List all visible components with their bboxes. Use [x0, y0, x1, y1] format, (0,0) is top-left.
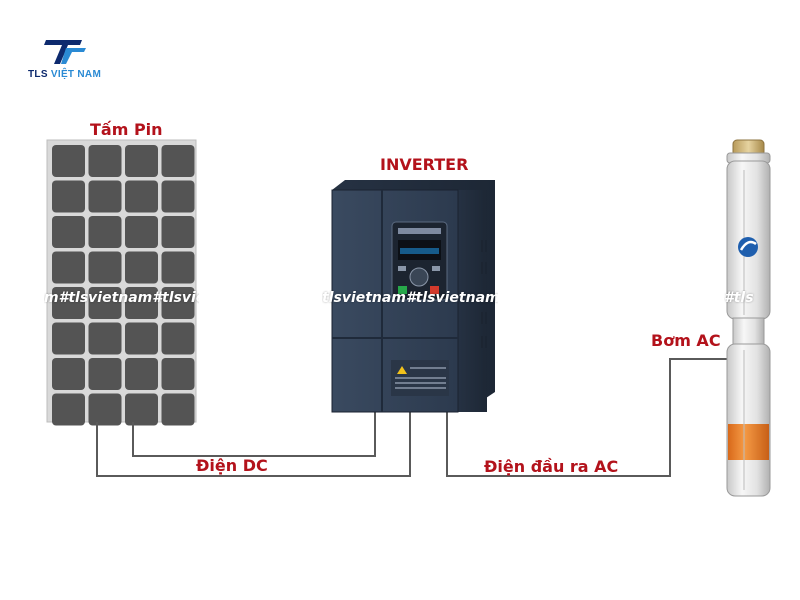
solar-cell — [88, 287, 122, 319]
submersible-pump — [726, 139, 771, 497]
solar-cell — [161, 287, 195, 319]
solar-cell — [52, 322, 85, 355]
solar-cell — [52, 287, 85, 319]
solar-cell — [88, 251, 122, 284]
brand-vietnam: VIỆT NAM — [50, 69, 102, 80]
solar-cell — [125, 145, 158, 177]
solar-cell — [125, 251, 158, 284]
solar-cell — [161, 145, 195, 177]
warning-triangle-icon — [391, 360, 449, 396]
pump-label: Bơm AC — [651, 331, 721, 350]
tls-logo-icon — [44, 40, 86, 64]
dc-wire-negative — [96, 408, 411, 477]
solar-cell — [52, 251, 85, 284]
dc-wire-positive — [132, 408, 376, 457]
solar-cell — [52, 180, 85, 213]
brand-name: TLS VIỆT NAM — [28, 69, 101, 80]
solar-cell — [88, 180, 122, 213]
solar-cell — [161, 322, 195, 355]
solar-cell — [125, 216, 158, 248]
solar-cell — [125, 393, 158, 426]
brand-tls: TLS — [28, 69, 48, 80]
ac-output-wire — [446, 358, 733, 477]
ac-output-label: Điện đầu ra AC — [484, 457, 619, 476]
solar-cell — [125, 358, 158, 390]
solar-cell — [161, 216, 195, 248]
solar-cell — [52, 393, 85, 426]
solar-panel — [46, 139, 197, 426]
wiring — [96, 358, 733, 477]
inverter-unit — [331, 180, 495, 413]
inverter-keypad-icon — [391, 221, 448, 301]
solar-cell — [88, 393, 122, 426]
solar-cell — [125, 287, 158, 319]
solar-cell — [52, 145, 85, 177]
solar-cell — [161, 180, 195, 213]
solar-cell — [88, 322, 122, 355]
inverter-label: INVERTER — [380, 155, 469, 174]
watermark-left: m#tlsvietnam#tlsviet — [44, 290, 199, 306]
solar-cell — [88, 358, 122, 390]
solar-cell — [52, 216, 85, 248]
dc-power-label: Điện DC — [196, 456, 268, 475]
solar-cell — [125, 180, 158, 213]
solar-cell — [88, 216, 122, 248]
solar-panel-label: Tấm Pin — [90, 120, 163, 139]
solar-cell — [161, 393, 195, 426]
solar-cell — [88, 145, 122, 177]
solar-cell — [125, 322, 158, 355]
watermark-middle: tlsvietnam#tlsvietnam# — [322, 290, 498, 306]
vent-slots — [481, 240, 487, 348]
pump-brand-icon — [738, 237, 758, 257]
solar-cell — [161, 358, 195, 390]
watermark-right: #tls — [724, 290, 754, 306]
solar-cell — [52, 358, 85, 390]
solar-cell — [161, 251, 195, 284]
